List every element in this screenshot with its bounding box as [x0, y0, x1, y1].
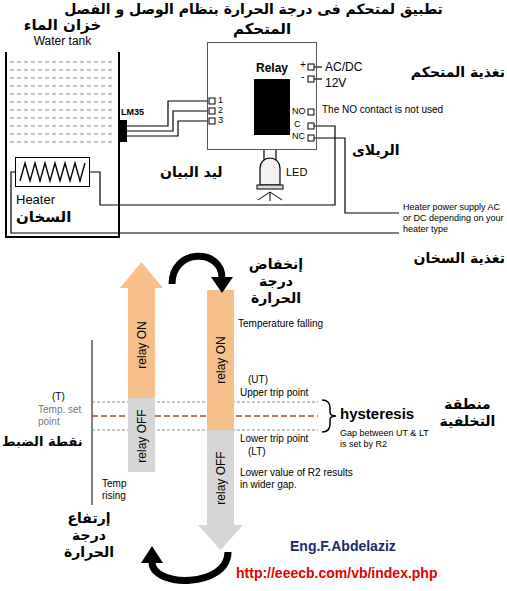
- rising-arrow-off: [128, 398, 155, 472]
- label: Upper trip point: [240, 387, 308, 399]
- relay-body: [254, 79, 290, 135]
- label: +: [300, 59, 306, 71]
- falling-arrow-on: [207, 290, 234, 430]
- cycle-arrowhead: [141, 546, 163, 563]
- water-line: [10, 142, 114, 143]
- water-line: [10, 102, 114, 103]
- relay-state: relay ON: [213, 336, 227, 383]
- supply-wire: [314, 66, 322, 67]
- water-line: [10, 118, 114, 119]
- water-line: [10, 62, 114, 63]
- label: Temp rising: [102, 478, 144, 502]
- label: http://eeecb.com/vb/index.php: [236, 565, 437, 582]
- water-line: [10, 78, 114, 79]
- title: تطبيق لمتحكم فى درجة الحرارة بنظام الوصل…: [0, 1, 507, 18]
- label: NC: [292, 131, 305, 142]
- label: AC/DC: [325, 60, 362, 74]
- led-base: [257, 185, 283, 189]
- led-ray: [270, 192, 271, 201]
- label: (LT): [248, 446, 266, 458]
- relay-state: relay ON: [134, 321, 148, 368]
- arabic-label: منطقة التخلفية: [430, 396, 505, 430]
- terminal: [209, 108, 215, 114]
- arabic-label: إرتفاع درجة الحرارة: [56, 510, 122, 560]
- arabic-label: نقطة الضبط: [2, 434, 83, 450]
- label: Gap between UT & LT is set by R2: [340, 428, 432, 450]
- label: LM35: [121, 107, 144, 118]
- heater: Heaterالسخان: [15, 157, 90, 187]
- falling-arrow-off: [198, 430, 243, 550]
- axis-line: [92, 340, 93, 505]
- label: Temperature falling: [238, 318, 323, 330]
- cycle-arrow: [152, 552, 228, 580]
- label: (UT): [248, 374, 268, 386]
- node-label: السخان: [16, 208, 71, 226]
- terminal: [209, 118, 215, 124]
- led-bulb: [260, 158, 280, 185]
- label: NO: [292, 106, 306, 117]
- water-line: [10, 110, 114, 111]
- terminal: [308, 64, 314, 70]
- node-label: Relay: [206, 61, 338, 75]
- heater-coil: [20, 163, 85, 181]
- node-label: Water tank: [0, 34, 158, 48]
- terminal: [308, 123, 314, 129]
- upper-trip-line: [92, 402, 318, 403]
- arabic-label: إنخفاض درجة الحرارة: [244, 256, 308, 306]
- terminal: [308, 135, 314, 141]
- water-tank: خزان الماءWater tankHeaterالسخان: [5, 52, 120, 238]
- label: C: [294, 119, 301, 130]
- label: Lower value of R2 results in wider gap.: [240, 467, 358, 491]
- label: 1: [218, 95, 223, 106]
- terminal: [308, 76, 314, 82]
- arabic-label: تغذية السخان: [414, 250, 505, 267]
- label: Eng.F.Abdelaziz: [290, 538, 396, 555]
- label: LED: [286, 166, 307, 179]
- water-line: [10, 134, 114, 135]
- arabic-label: تغذية المتحكم: [411, 64, 505, 81]
- label: hysteresis: [340, 405, 414, 423]
- label: 2: [218, 105, 223, 116]
- water-line: [10, 94, 114, 95]
- label: -: [301, 71, 304, 83]
- terminal: [308, 109, 314, 115]
- rising-arrow-on: [120, 262, 163, 398]
- heater-wire: [314, 138, 399, 213]
- label: Heater power supply AC or DC depending o…: [403, 202, 505, 234]
- node-label: Heater: [16, 192, 55, 208]
- label: 12V: [325, 76, 346, 90]
- water-line: [10, 70, 114, 71]
- led-ray: [270, 192, 282, 200]
- node-label: المتحكم: [168, 20, 356, 38]
- label: Lower trip point: [240, 433, 308, 445]
- water-line: [10, 126, 114, 127]
- label: Temp. set point: [38, 404, 90, 428]
- terminal: [209, 98, 215, 104]
- label: (T): [52, 391, 65, 403]
- cycle-arrowhead: [211, 277, 233, 293]
- led-ray: [258, 192, 270, 200]
- node-label: خزان الماء: [0, 16, 158, 34]
- hysteresis-brace: [322, 400, 336, 432]
- heater-wire: [11, 172, 399, 233]
- water-line: [10, 86, 114, 87]
- relay: Relay: [246, 61, 298, 141]
- label: The NO contact is not used: [322, 104, 443, 116]
- relay-state: relay OFF: [134, 409, 148, 462]
- arabic-label: الريلاى: [352, 142, 399, 159]
- sensor-cable: [120, 101, 207, 136]
- label: 3: [218, 115, 223, 126]
- arabic-label: ليد البيان: [160, 164, 223, 181]
- set-point-line: [92, 415, 318, 417]
- relay-state: relay OFF: [213, 451, 227, 504]
- lower-trip-line: [92, 430, 318, 431]
- supply-wire: [314, 78, 322, 79]
